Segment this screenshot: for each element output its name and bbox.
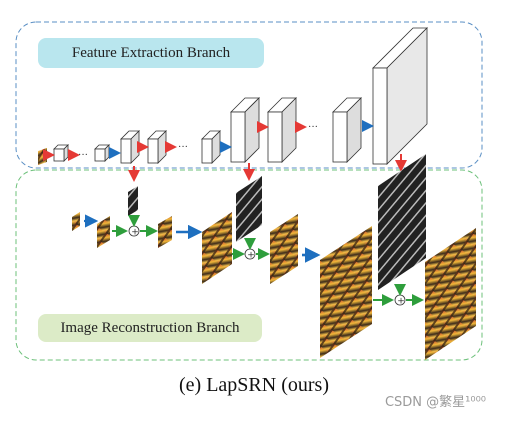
conv-layer-block (201, 130, 221, 164)
residual-map-level3 (378, 154, 426, 290)
residual-map-level2 (236, 176, 262, 242)
ellipsis: ··· (178, 142, 188, 153)
output-image-level3 (425, 228, 476, 360)
conv-layer-block (372, 27, 428, 165)
svg-text:+: + (131, 227, 139, 237)
output-image-level2 (270, 214, 298, 284)
image-reconstruction-branch-label: Image Reconstruction Branch (38, 314, 262, 342)
conv-layer-block (267, 97, 297, 163)
conv-layer-block (332, 97, 362, 163)
conv-layer-block (53, 144, 69, 162)
input-image-small (38, 147, 47, 166)
svg-text:+: + (247, 250, 255, 260)
upsampled-image-level3 (320, 226, 372, 358)
conv-layer-block (94, 144, 110, 162)
output-image-level1 (158, 216, 172, 248)
conv-layer-block (230, 97, 260, 163)
upsampled-image-level2 (202, 212, 232, 284)
watermark: CSDN @繁星¹⁰⁰⁰ (384, 395, 486, 410)
ellipsis: ··· (78, 150, 88, 161)
upsampled-image-level1 (97, 216, 110, 248)
lr-input-image (72, 212, 80, 231)
feature-extraction-branch-label: Feature Extraction Branch (38, 38, 264, 68)
figure-caption: (e) LapSRN (ours) (179, 374, 329, 396)
residual-map-level1 (128, 186, 138, 216)
feature-extraction-box (15, 21, 483, 169)
ellipsis: ··· (308, 122, 318, 133)
svg-text:+: + (397, 296, 405, 306)
conv-layer-block (147, 130, 167, 164)
conv-layer-block (120, 130, 140, 164)
